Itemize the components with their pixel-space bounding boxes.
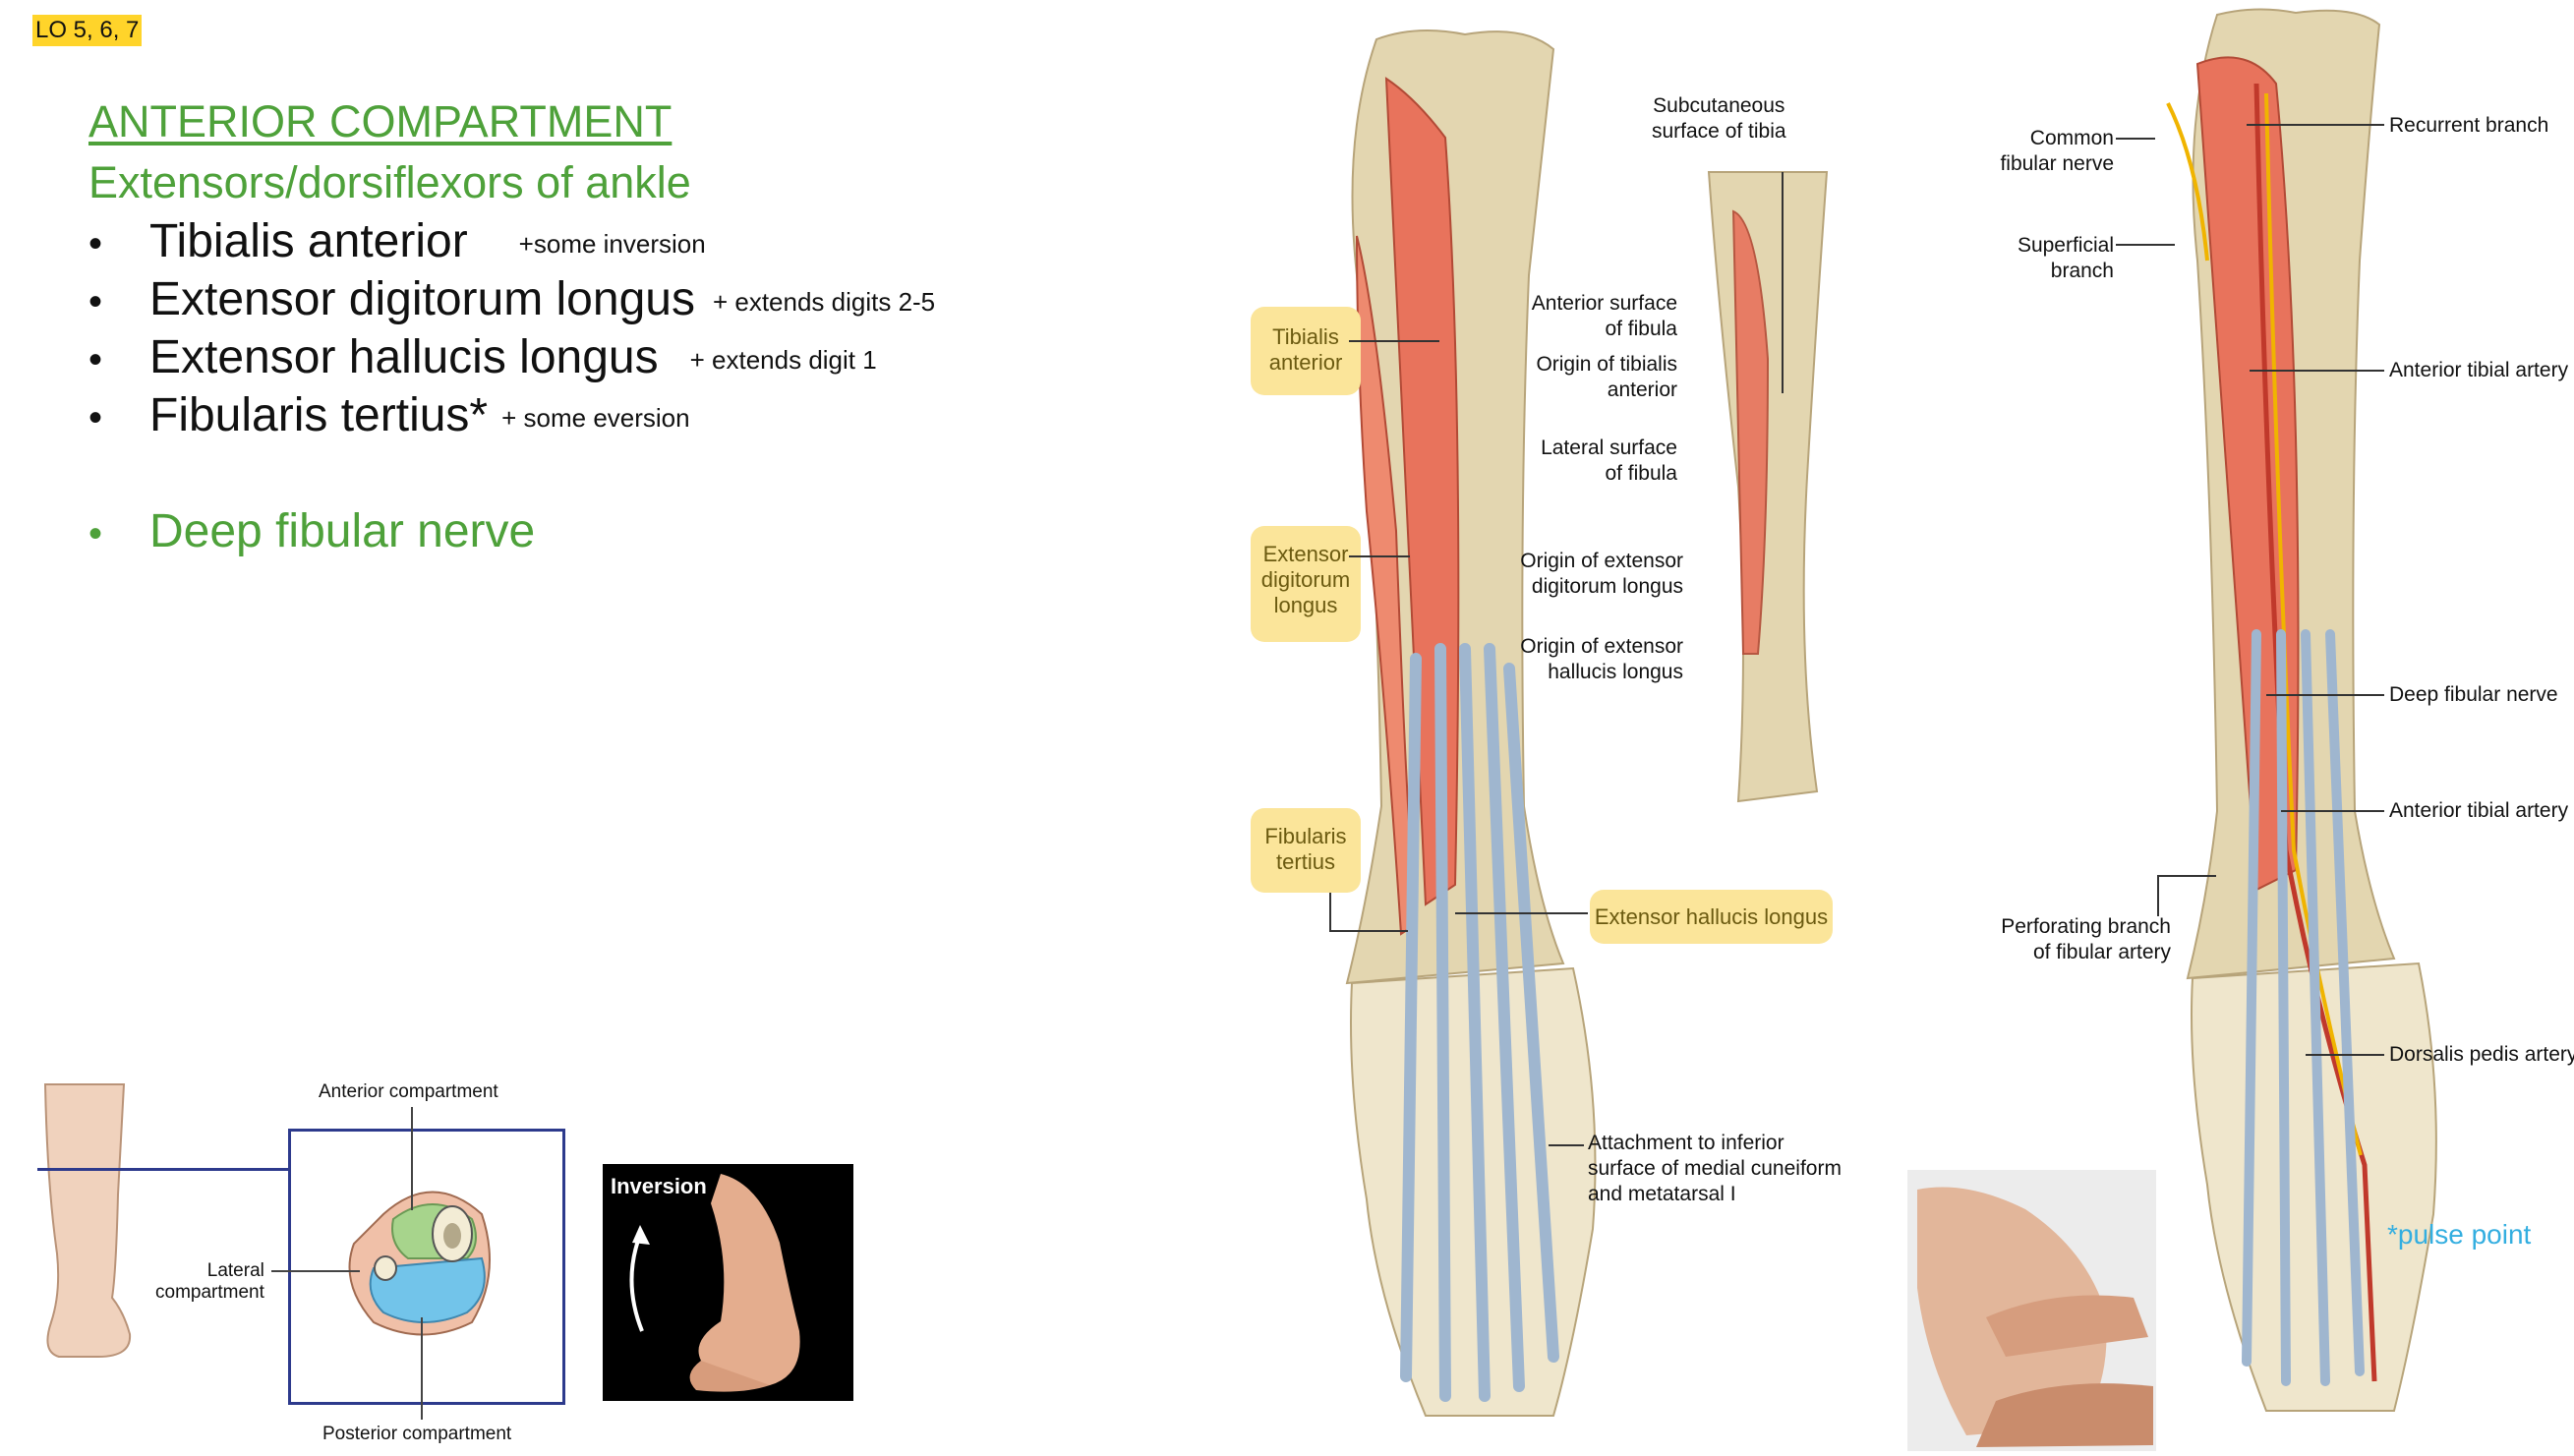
tibia-fibula-origin-illustration bbox=[1707, 171, 1829, 803]
anterior-tibial-artery-label: Anterior tibial artery bbox=[2389, 359, 2569, 381]
bullet: • bbox=[88, 280, 103, 323]
anterior-leg-muscle-illustration bbox=[1345, 29, 1597, 1417]
leader-line bbox=[271, 1270, 360, 1272]
deep-fibular-nerve-label: Deep fibular nerve bbox=[2389, 683, 2558, 706]
bullet: • bbox=[88, 338, 103, 381]
leader-line bbox=[2250, 370, 2384, 372]
muscle-item: • Extensor hallucis longus + extends digit… bbox=[88, 330, 877, 384]
extensor-hallucis-longus-label: Extensor hallucis longus bbox=[1590, 890, 1833, 944]
muscle-item: • Fibularis tertius* + some eversion bbox=[88, 388, 690, 442]
leader-line bbox=[411, 1107, 413, 1210]
leader-line bbox=[2116, 244, 2175, 246]
section-line bbox=[37, 1168, 288, 1171]
leader-line bbox=[1349, 555, 1410, 557]
muscle-name: Fibularis tertius* bbox=[149, 389, 489, 441]
leader-line bbox=[2266, 694, 2384, 696]
leader-line bbox=[2281, 810, 2384, 812]
pulse-point-label: *pulse point bbox=[2387, 1219, 2532, 1250]
muscle-name: Tibialis anterior bbox=[149, 215, 468, 267]
leader-line bbox=[2157, 875, 2159, 916]
bullet: • bbox=[88, 222, 103, 265]
nerve-name: Deep fibular nerve bbox=[149, 505, 536, 557]
foot-palpation-illustration bbox=[1917, 1187, 2153, 1447]
leg-outline-illustration bbox=[43, 1083, 132, 1358]
nerve-item: • Deep fibular nerve bbox=[88, 504, 535, 558]
bullet: • bbox=[88, 396, 103, 439]
recurrent-branch-label: Recurrent branch bbox=[2389, 114, 2549, 137]
foot-inversion-illustration bbox=[629, 1174, 800, 1392]
leader-line bbox=[1549, 1144, 1584, 1146]
muscle-note: + extends digits 2-5 bbox=[712, 287, 936, 317]
muscle-note: +some inversion bbox=[518, 229, 706, 259]
muscle-item: • Tibialis anterior +some inversion bbox=[88, 214, 706, 268]
leader-line bbox=[1329, 930, 1408, 932]
leader-line bbox=[1349, 340, 1439, 342]
inversion-photo: Inversion bbox=[603, 1164, 853, 1401]
anterior-tibial-artery-label: Anterior tibial artery bbox=[2389, 799, 2569, 822]
posterior-compartment-label: Posterior compartment bbox=[322, 1424, 512, 1444]
leader-line bbox=[1329, 893, 1331, 932]
cross-section-frame bbox=[288, 1129, 565, 1405]
leader-line bbox=[2157, 875, 2216, 877]
bullet: • bbox=[88, 512, 103, 555]
pulse-palpation-photo bbox=[1907, 1170, 2156, 1451]
section-subheading: Extensors/dorsiflexors of ankle bbox=[88, 157, 691, 207]
muscle-note: + some eversion bbox=[501, 403, 690, 433]
muscle-note: + extends digit 1 bbox=[689, 345, 877, 375]
muscle-name: Extensor hallucis longus bbox=[149, 331, 659, 383]
leader-line bbox=[1455, 912, 1588, 914]
dorsalis-pedis-label: Dorsalis pedis artery bbox=[2389, 1043, 2574, 1066]
muscle-name: Extensor digitorum longus bbox=[149, 273, 695, 325]
anterior-leg-vessels-illustration bbox=[2166, 8, 2437, 1412]
leader-line bbox=[1782, 172, 1784, 393]
leader-line bbox=[2306, 1054, 2384, 1056]
inversion-label: Inversion bbox=[611, 1174, 707, 1198]
leader-line bbox=[2247, 124, 2384, 126]
section-heading: ANTERIOR COMPARTMENT bbox=[88, 96, 673, 146]
muscle-item: • Extensor digitorum longus + extends digi… bbox=[88, 272, 935, 326]
leader-line bbox=[421, 1317, 423, 1420]
anterior-compartment-label: Anterior compartment bbox=[319, 1081, 498, 1102]
learning-objective-tag: LO 5, 6, 7 bbox=[32, 15, 143, 46]
leader-line bbox=[2116, 138, 2155, 140]
cross-section-diagram bbox=[348, 1191, 491, 1336]
